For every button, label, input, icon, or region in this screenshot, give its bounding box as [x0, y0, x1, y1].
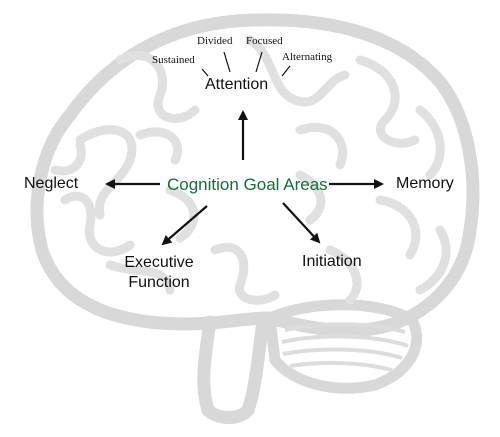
cerebellum: [264, 299, 423, 394]
attention-subtype-divided: Divided: [197, 35, 233, 47]
neglect-label: Neglect: [24, 175, 79, 192]
brain-folds: [50, 35, 451, 305]
attention-subtype-ticks: [201, 51, 291, 77]
arrow-to-executive-function: [161, 205, 208, 246]
attention-label: Attention: [205, 76, 269, 93]
attention-subtype-focused: Focused: [246, 35, 283, 47]
brain-outline: [30, 13, 480, 338]
attention-subtype-alternating: Alternating: [282, 51, 333, 63]
executive-function-label: Executive Function: [114, 253, 204, 293]
executive-function-line-1: Executive: [124, 254, 194, 271]
attention-subtype-sustained: Sustained: [152, 54, 195, 66]
executive-function-line-2: Function: [128, 274, 190, 291]
initiation-label: Initiation: [302, 253, 362, 270]
center-label: Cognition Goal Areas: [167, 175, 328, 194]
arrow-to-initiation: [282, 202, 321, 244]
cerebellum-stripes: [281, 322, 409, 372]
memory-label: Memory: [396, 175, 454, 192]
brain-stem: [197, 315, 269, 424]
